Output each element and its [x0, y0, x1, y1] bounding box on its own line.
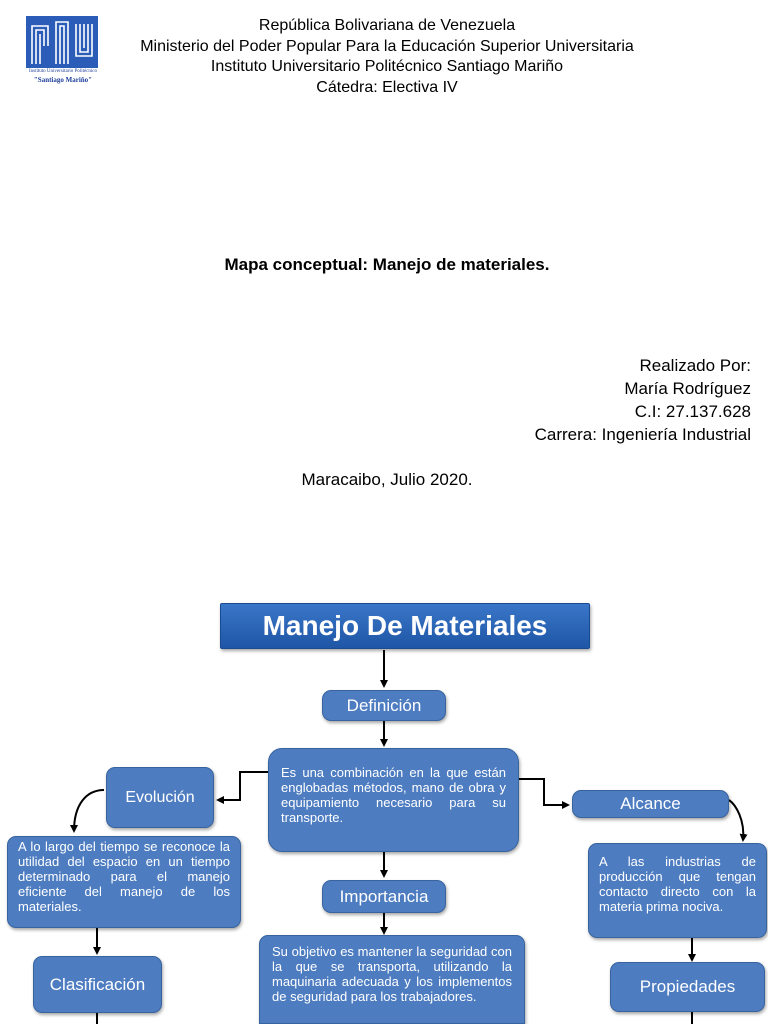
header-line-ministry: Ministerio del Poder Popular Para la Edu…	[140, 37, 634, 55]
node-main-title: Manejo De Materiales	[220, 603, 590, 649]
author-career: Carrera: Ingeniería Industrial	[534, 425, 751, 444]
logo-emblem	[26, 16, 98, 68]
author-label: Realizado Por:	[639, 356, 751, 375]
node-propiedades: Propiedades	[610, 962, 765, 1012]
node-definicion: Definición	[322, 690, 446, 721]
node-evolucion-text: A lo largo del tiempo se reconoce la uti…	[7, 836, 241, 928]
header-block: República Bolivariana de Venezuela Minis…	[100, 16, 674, 98]
logo-text-line2: "Santiago Mariño"	[33, 76, 93, 84]
header-line-institute: Instituto Universitario Politécnico Sant…	[210, 58, 564, 75]
node-importancia-text: Su objetivo es mantener la seguridad con…	[259, 935, 525, 1024]
logo-text-line1: Instituto Universitario Politécnico	[28, 69, 98, 74]
header-line-country: República Bolivariana de Venezuela	[258, 17, 516, 34]
node-definicion-text: Es una combinación en la que están englo…	[268, 748, 519, 852]
author-block: Realizado Por: María Rodríguez C.I: 27.1…	[351, 354, 751, 446]
node-importancia: Importancia	[322, 880, 446, 913]
place-date: Maracaibo, Julio 2020.	[301, 470, 473, 489]
document-title: Mapa conceptual: Manejo de materiales.	[224, 255, 550, 274]
node-alcance-text: A las industrias de producción que tenga…	[588, 843, 767, 938]
node-alcance: Alcance	[572, 790, 729, 818]
arrow-text-to-evolucion	[216, 771, 268, 804]
institute-logo: Instituto Universitario Politécnico "San…	[18, 14, 108, 90]
arrow-evolucion-to-text	[70, 789, 105, 833]
author-name: María Rodríguez	[624, 379, 751, 398]
arrow-text-to-alcance	[519, 778, 570, 809]
node-clasificacion: Clasificación	[33, 956, 162, 1013]
author-id: C.I: 27.137.628	[634, 402, 751, 421]
header-line-course: Cátedra: Electiva IV	[316, 78, 458, 96]
arrow-alcance-to-text	[728, 799, 748, 842]
node-evolucion: Evolución	[106, 767, 214, 828]
